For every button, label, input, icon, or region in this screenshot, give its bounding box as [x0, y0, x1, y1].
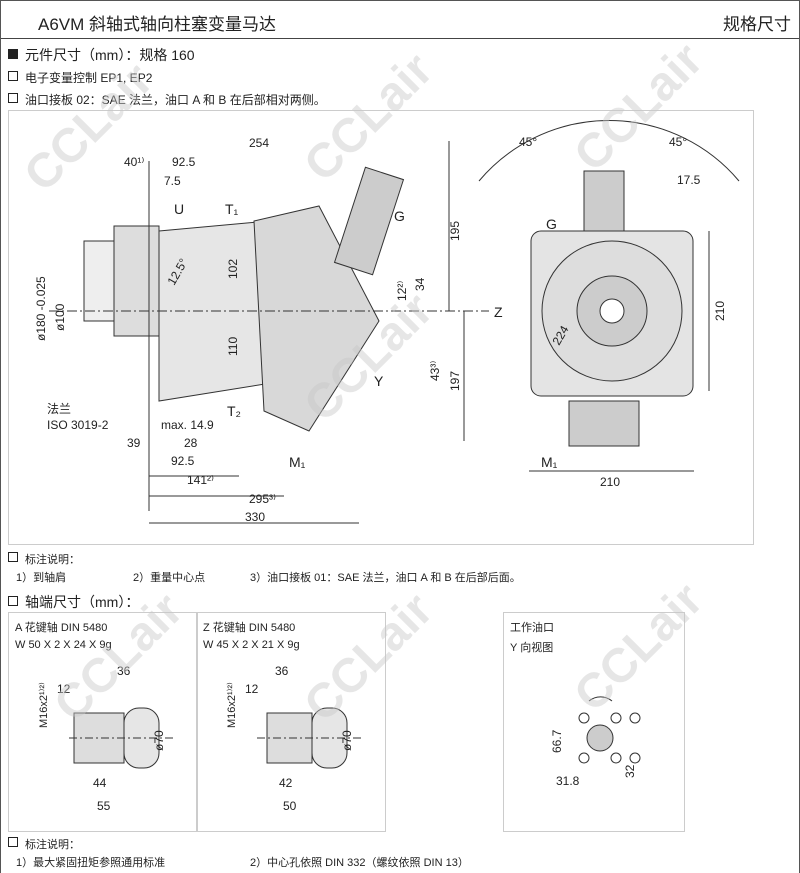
- port-drawing: 66.7 32 31.8: [550, 696, 641, 788]
- item-text: 油口接板 02：SAE 法兰，油口 A 和 B 在后部相对两侧。: [25, 93, 326, 107]
- dim-max-14-9: max. 14.9: [161, 418, 214, 432]
- notes2-title: 标注说明：: [8, 836, 80, 852]
- notes-title: 标注说明：: [25, 839, 80, 851]
- dim-55: 55: [97, 799, 111, 813]
- dim-102: 102: [226, 259, 240, 279]
- dim-7-5: 7.5: [164, 174, 181, 188]
- section-title: 轴端尺寸（mm）：: [25, 594, 140, 610]
- dim-42: 42: [279, 776, 293, 790]
- front-view: [478, 120, 740, 472]
- shaft-Z-panel: Z 花键轴 DIN 5480 W 45 X 2 X 21 X 9g 36 12 …: [196, 612, 386, 832]
- dim-40: 40¹⁾: [124, 155, 144, 169]
- flange-label: 法兰: [47, 402, 71, 416]
- dim-66-7: 66.7: [550, 729, 564, 753]
- dim-28: 28: [184, 436, 198, 450]
- shaft-Z-drawing: 36 12 M16x2¹⁾²⁾ ø70 42 50: [226, 664, 362, 813]
- square-icon: [8, 596, 18, 606]
- dim-M16: M16x2¹⁾²⁾: [226, 682, 238, 728]
- dim-141: 141²⁾: [187, 473, 214, 487]
- header-right-label: 规格尺寸: [723, 15, 791, 34]
- dim-dia-180: ø180 -0.025: [34, 276, 48, 341]
- header: A6VM 斜轴式轴向柱塞变量马达 规格尺寸: [0, 0, 800, 39]
- dim-dia-100: ø100: [53, 303, 67, 331]
- shaft-A-title: A 花键轴 DIN 5480: [15, 622, 108, 634]
- port-view-panel: 工作油口 Y 向视图 66.7 32 31.8: [503, 612, 685, 832]
- dim-12: 12²⁾: [395, 281, 409, 301]
- dim-92-5: 92.5: [172, 155, 196, 169]
- square-icon: [8, 552, 18, 562]
- port-T1-label: T₁: [225, 201, 239, 217]
- filled-square-icon: [8, 49, 18, 59]
- square-icon: [8, 71, 18, 81]
- item-text: 电子变量控制 EP1, EP2: [25, 71, 153, 85]
- shaft-Z-title: Z 花键轴 DIN 5480: [203, 622, 296, 634]
- dim-43: 43³⁾: [428, 361, 442, 381]
- dim-36: 36: [275, 664, 289, 678]
- notes-title: 标注说明：: [25, 554, 80, 566]
- dim-34: 34: [413, 277, 427, 291]
- dim-17-5: 17.5: [677, 173, 701, 187]
- port-T2-label: T₂: [227, 403, 241, 419]
- port-U-label: U: [174, 201, 184, 217]
- dim-210-horizontal: 210: [600, 475, 620, 489]
- dim-92-5-b: 92.5: [171, 454, 195, 468]
- dim-M16: M16x2¹⁾²⁾: [38, 682, 50, 728]
- dim-210-vertical: 210: [713, 301, 727, 321]
- dim-39: 39: [127, 436, 141, 450]
- dim-31-8: 31.8: [556, 774, 580, 788]
- side-view: [49, 141, 489, 524]
- dim-295: 295³⁾: [249, 492, 276, 506]
- item-port-plate: 油口接板 02：SAE 法兰，油口 A 和 B 在后部相对两侧。: [8, 91, 326, 108]
- section-shaft-dims: 轴端尺寸（mm）：: [8, 592, 139, 612]
- shaft-A-panel: A 花键轴 DIN 5480 W 50 X 2 X 24 X 9g 36 12 …: [8, 612, 198, 832]
- dim-330: 330: [245, 510, 265, 524]
- iso-label: ISO 3019-2: [47, 418, 109, 432]
- port-M1-label: M₁: [289, 454, 306, 470]
- main-drawing: 254 40¹⁾ 92.5 7.5 U T₁ G 195 102 12²⁾ 34…: [8, 110, 754, 545]
- section-component-dims: 元件尺寸（mm）：规格 160: [8, 45, 195, 65]
- dim-dia-70: ø70: [152, 730, 166, 751]
- note-1: 1）最大紧固扭矩参照通用标准: [16, 857, 166, 869]
- note-1: 1）到轴肩: [16, 572, 67, 584]
- notes1-title: 标注说明：: [8, 551, 80, 567]
- note-2: 2）重量中心点: [133, 572, 206, 584]
- dim-195: 195: [448, 221, 462, 241]
- shaft-Z-spec: W 45 X 2 X 21 X 9g: [203, 639, 300, 651]
- dim-12: 12: [245, 682, 259, 696]
- port-subtitle: Y 向视图: [510, 642, 554, 654]
- item-ep: 电子变量控制 EP1, EP2: [8, 69, 152, 86]
- motor-drawing-svg: 254 40¹⁾ 92.5 7.5 U T₁ G 195 102 12²⁾ 34…: [34, 120, 740, 524]
- front-port-M1-label: M₁: [541, 454, 558, 470]
- port-title: 工作油口: [510, 622, 554, 634]
- dim-50: 50: [283, 799, 297, 813]
- front-port-G-label: G: [546, 216, 557, 232]
- note-2: 2）中心孔依照 DIN 332（螺纹依照 DIN 13）: [250, 857, 469, 869]
- square-icon: [8, 837, 18, 847]
- shaft-A-drawing: 36 12 M16x2¹⁾²⁾ ø70 44 55: [38, 664, 174, 813]
- section-title: 元件尺寸（mm）：规格 160: [25, 47, 195, 63]
- dim-197: 197: [448, 371, 462, 391]
- dim-44: 44: [93, 776, 107, 790]
- view-Y-label: Y: [374, 373, 384, 389]
- dim-12: 12: [57, 682, 71, 696]
- page-title: A6VM 斜轴式轴向柱塞变量马达: [38, 15, 277, 34]
- shaft-A-spec: W 50 X 2 X 24 X 9g: [15, 639, 112, 651]
- angle-45-right: 45°: [669, 135, 687, 149]
- dim-36: 36: [117, 664, 131, 678]
- port-G-label: G: [394, 208, 405, 224]
- note-3: 3）油口接板 01：SAE 法兰，油口 A 和 B 在后部后面。: [250, 572, 521, 584]
- dim-254: 254: [249, 136, 269, 150]
- dim-32: 32: [623, 764, 637, 778]
- dim-dia-70: ø70: [340, 730, 354, 751]
- square-icon: [8, 93, 18, 103]
- view-Z-label: Z: [494, 304, 503, 320]
- rotation-arrow-icon: [588, 696, 613, 702]
- dim-110: 110: [226, 337, 240, 356]
- angle-45-left: 45°: [519, 135, 537, 149]
